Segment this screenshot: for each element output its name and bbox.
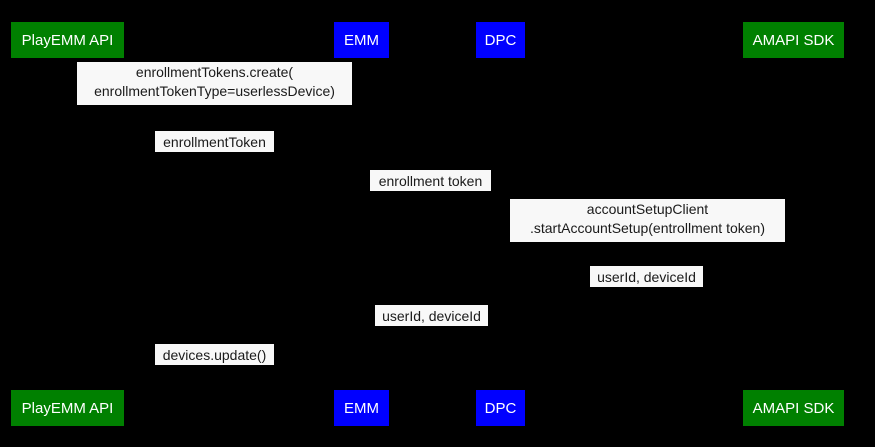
message-label-enrollment-tokens-create: enrollmentTokens.create( enrollmentToken… xyxy=(77,62,352,105)
participant-playemm-api-top[interactable]: PlayEMM API xyxy=(11,22,124,58)
participant-label: AMAPI SDK xyxy=(752,399,835,417)
participant-amapi-sdk-bottom[interactable]: AMAPI SDK xyxy=(743,390,844,426)
participant-label: DPC xyxy=(484,399,517,417)
participant-label: DPC xyxy=(484,31,517,49)
lifeline-emm xyxy=(361,58,362,389)
lifeline-dpc xyxy=(500,58,501,389)
participant-label: AMAPI SDK xyxy=(752,31,835,49)
participant-dpc-bottom[interactable]: DPC xyxy=(476,390,525,426)
participant-label: PlayEMM API xyxy=(21,31,114,49)
participant-playemm-api-bottom[interactable]: PlayEMM API xyxy=(11,390,124,426)
message-label-enrollment-token-transfer: enrollment token xyxy=(370,170,491,191)
lifeline-amapi-sdk xyxy=(793,58,794,389)
participant-label: EMM xyxy=(344,31,379,49)
participant-dpc-top[interactable]: DPC xyxy=(476,22,525,58)
message-label-enrollment-token-response: enrollmentToken xyxy=(155,131,274,152)
participant-label: PlayEMM API xyxy=(21,399,114,417)
message-label-devices-update: devices.update() xyxy=(155,344,274,365)
participant-label: EMM xyxy=(344,399,379,417)
lifeline-playemm-api xyxy=(67,58,68,389)
participant-amapi-sdk-top[interactable]: AMAPI SDK xyxy=(743,22,844,58)
participant-emm-bottom[interactable]: EMM xyxy=(334,390,389,426)
message-label-userid-deviceid-sdk-to-dpc: userId, deviceId xyxy=(590,266,703,287)
message-label-userid-deviceid-dpc-to-emm: userId, deviceId xyxy=(375,305,488,326)
participant-emm-top[interactable]: EMM xyxy=(334,22,389,58)
message-label-start-account-setup: accountSetupClient .startAccountSetup(en… xyxy=(510,199,785,242)
